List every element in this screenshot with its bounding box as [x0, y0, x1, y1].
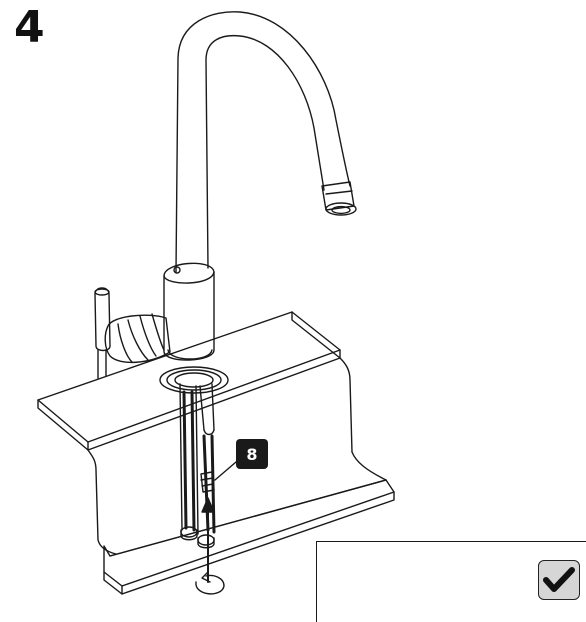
faucet-lever-handle — [94, 287, 171, 379]
mounting-shank — [159, 366, 229, 535]
faucet-body — [163, 262, 215, 361]
mounting-nut — [200, 461, 237, 493]
part-callout-badge: 8 — [236, 439, 268, 469]
tighten-arrow — [195, 497, 225, 595]
countertop-deck — [37, 311, 395, 595]
faucet-spout — [175, 11, 357, 273]
checkmark-icon — [543, 567, 575, 592]
step-number: 4 — [14, 2, 45, 53]
checkmark-badge — [538, 560, 580, 600]
hose-fittings — [180, 526, 215, 549]
